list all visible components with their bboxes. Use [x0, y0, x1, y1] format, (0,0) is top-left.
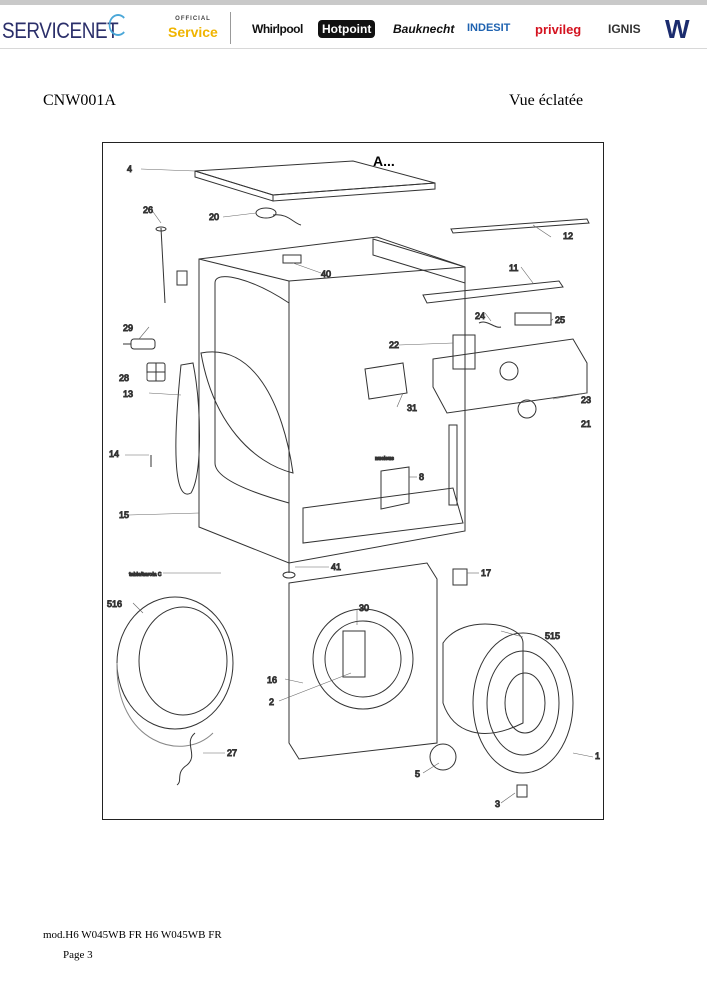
- brand-bauknecht: Bauknecht: [393, 22, 455, 36]
- callout-8: 8: [419, 472, 424, 482]
- leader-lines: [125, 168, 594, 804]
- top-band: [0, 0, 707, 5]
- brand-hotpoint: Hotpoint: [318, 20, 376, 38]
- callout-22: 22: [389, 340, 399, 350]
- part-23-knob-hole: [499, 361, 519, 381]
- callout-31: 31: [407, 403, 417, 413]
- view-title: Vue éclatée: [509, 92, 584, 109]
- service-label: Service: [168, 24, 218, 40]
- part-3: [516, 784, 528, 798]
- footer-page: Page 3: [63, 949, 93, 961]
- header-bar: SERVICENET OFFICIAL Service Whirlpool Ho…: [0, 8, 707, 50]
- callout-23: 23: [581, 395, 591, 405]
- callout-4: 4: [127, 164, 132, 174]
- brand-privileg: privileg: [535, 22, 582, 37]
- part-25: [514, 312, 552, 326]
- callout-13: 13: [123, 389, 133, 399]
- part-27: [176, 732, 196, 786]
- part-28: [146, 362, 166, 382]
- part-11: [422, 280, 564, 304]
- part-20: [255, 207, 302, 226]
- callout-16: 16: [267, 675, 277, 685]
- part-31: [364, 362, 408, 400]
- brand-ignis: IGNIS: [608, 22, 641, 36]
- header-separator: [230, 12, 231, 44]
- part-5: [429, 743, 457, 771]
- callout-11: 11: [509, 263, 518, 273]
- callout-3: 3: [495, 799, 500, 809]
- callout-516: 516: [107, 599, 122, 609]
- part-22: [452, 334, 476, 370]
- exploded-view-frame: 4 26 20 40 12 11 24 25 22 23 21 29 28 13…: [102, 142, 604, 820]
- callout-17: 17: [481, 568, 491, 578]
- callout-5: 5: [415, 769, 420, 779]
- footer-model: mod.H6 W045WB FR H6 W045WB FR: [43, 929, 222, 941]
- callout-25: 25: [555, 315, 565, 325]
- part-515-tub: [442, 623, 574, 774]
- part-15-panel: [200, 351, 294, 474]
- part-26: [155, 226, 188, 304]
- part-516: [116, 596, 234, 747]
- part-board: [448, 424, 458, 506]
- callout-14: 14: [109, 449, 119, 459]
- official-label: OFFICIAL: [175, 16, 211, 22]
- callout-24: 24: [475, 311, 485, 321]
- exploded-view-diagram: 4 26 20 40 12 11 24 25 22 23 21 29 28 13…: [107, 160, 601, 810]
- brand-whirlpool: Whirlpool: [252, 22, 303, 36]
- callout-12: 12: [563, 231, 573, 241]
- callout-41: 41: [331, 562, 341, 572]
- wifi-icon: [108, 14, 128, 36]
- brand-indesit: INDESIT: [467, 22, 511, 34]
- part-41: [282, 561, 296, 579]
- callout-2: 2: [269, 697, 274, 707]
- servicenet-logo-text: SERVICENET: [2, 18, 119, 43]
- part-21: [517, 399, 537, 419]
- part-top-cover: [194, 160, 436, 202]
- part-29: [123, 338, 156, 350]
- callout-29: 29: [123, 323, 133, 333]
- callout-26: 26: [143, 205, 153, 215]
- part-17: [452, 568, 468, 586]
- model-code: CNW001A: [43, 92, 116, 109]
- callout-40: 40: [321, 269, 331, 279]
- callout-1: 1: [595, 751, 600, 761]
- callout-21: 21: [581, 419, 591, 429]
- callout-15: 15: [119, 510, 129, 520]
- header-divider: [0, 48, 707, 49]
- callout-28: 28: [119, 373, 129, 383]
- annotation-table-c: table/tavola C: [129, 572, 162, 578]
- part-24: [478, 321, 502, 328]
- part-23: [432, 338, 588, 414]
- callout-515: 515: [545, 631, 560, 641]
- part-12: [450, 218, 590, 234]
- annotation-nucleus: nucleus: [375, 456, 394, 462]
- part-8: [380, 466, 410, 510]
- part-13: [175, 362, 200, 495]
- callout-27: 27: [227, 748, 237, 758]
- callout-30: 30: [359, 603, 369, 613]
- brand-w-logo: W: [665, 14, 690, 44]
- servicenet-logo: SERVICENET: [2, 14, 128, 44]
- part-16: [288, 562, 438, 760]
- callout-20: 20: [209, 212, 219, 222]
- part-cabinet: [198, 236, 466, 564]
- section-label: A...: [373, 153, 395, 169]
